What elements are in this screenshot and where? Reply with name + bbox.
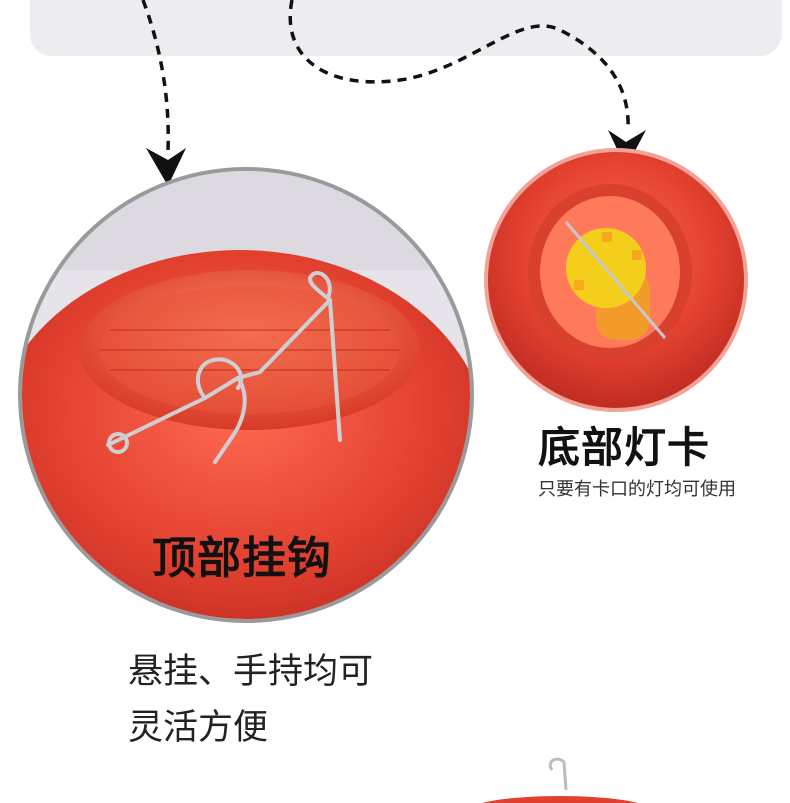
top-banner-panel bbox=[30, 0, 782, 56]
top-hook-description-line2: 灵活方便 bbox=[128, 708, 269, 748]
top-hook-title: 顶部挂钩 bbox=[152, 533, 332, 584]
bottom-holder-description: 只要有卡口的灯均可使用 bbox=[538, 479, 736, 500]
dashed-arrow-right bbox=[288, 0, 646, 168]
bottom-lantern-preview bbox=[482, 757, 638, 803]
bottom-holder-title: 底部灯卡 bbox=[538, 423, 711, 472]
dashed-arrow-left bbox=[141, 0, 186, 186]
top-hook-description-line1: 悬挂、手持均可 bbox=[128, 652, 374, 692]
top-hook-photo bbox=[18, 167, 474, 623]
bottom-holder-photo bbox=[484, 148, 748, 412]
top-hook-description: 悬挂、手持均可 灵活方便 bbox=[128, 644, 373, 756]
